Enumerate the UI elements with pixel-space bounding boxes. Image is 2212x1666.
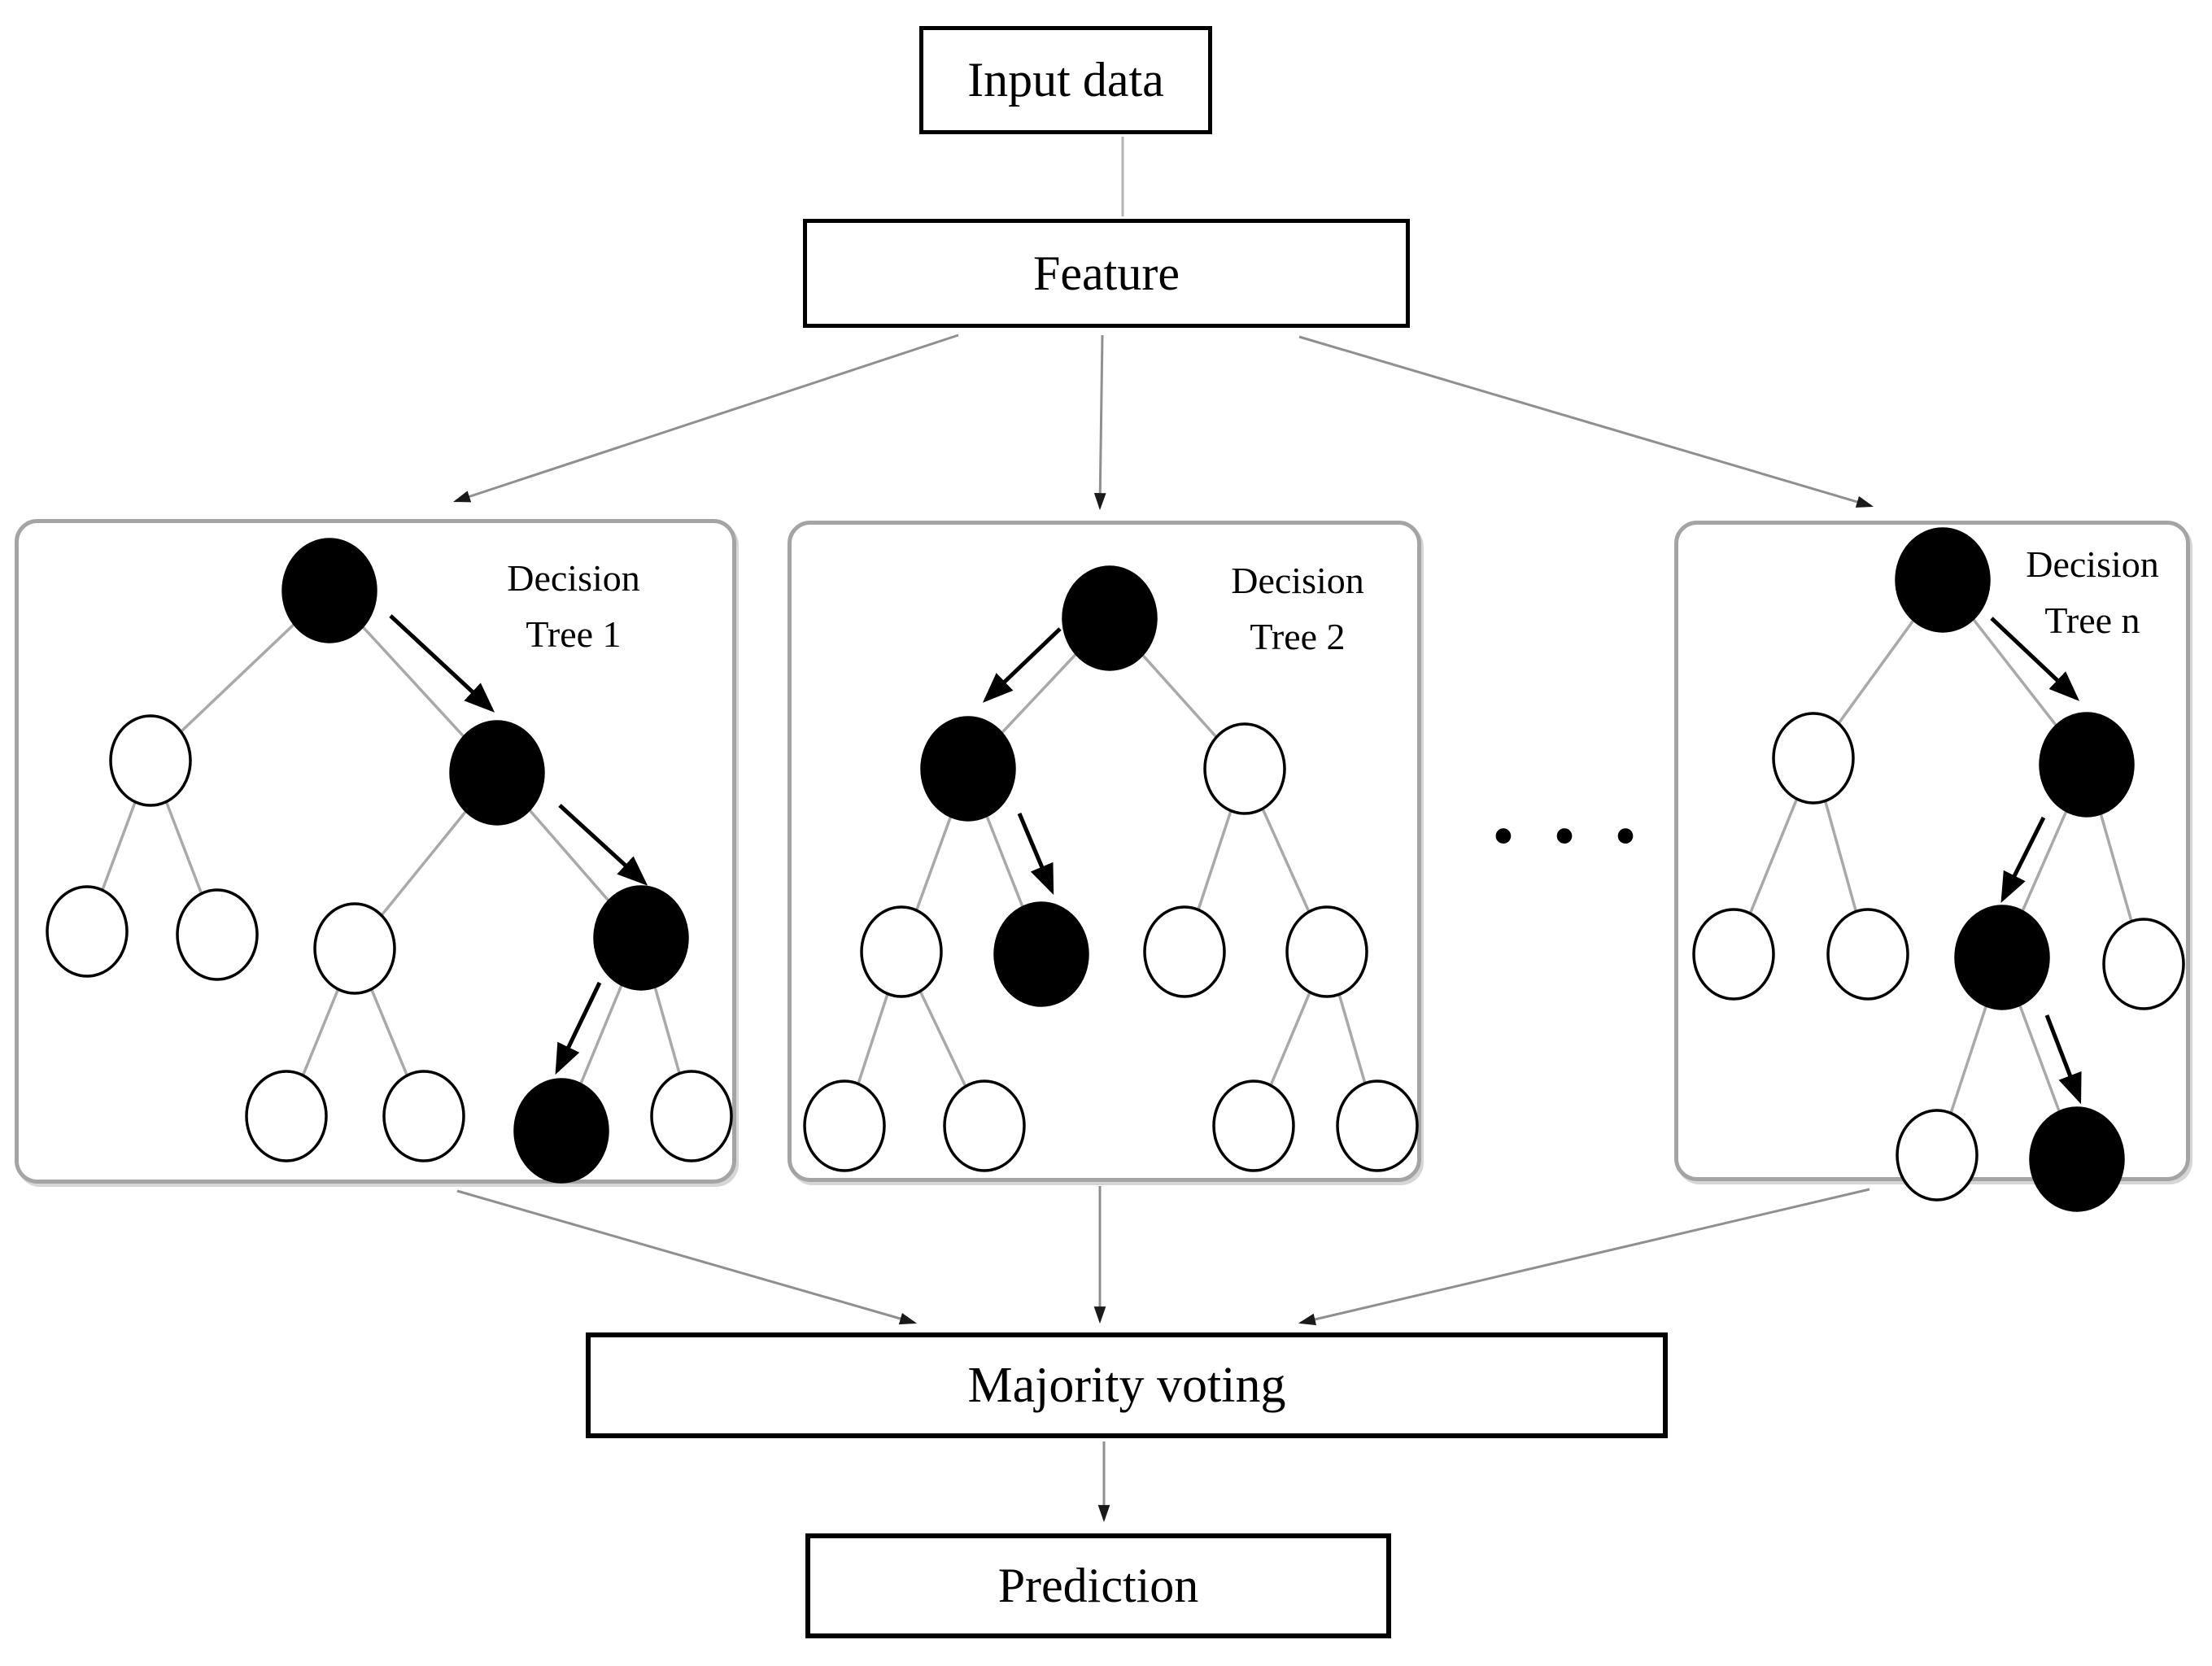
decision-tree-1-label-line1: Decision bbox=[507, 557, 640, 599]
decision-tree-2-panel bbox=[788, 521, 1421, 1182]
decision-tree-1-label-line2: Tree 1 bbox=[526, 613, 622, 655]
tree-node-selected bbox=[281, 538, 377, 643]
tree-node bbox=[1143, 905, 1226, 998]
tree-node-selected bbox=[449, 720, 545, 826]
feature-to-tree3 bbox=[1298, 335, 1874, 508]
tree-path-arrow bbox=[558, 804, 648, 886]
tree-node bbox=[1772, 712, 1855, 805]
tree-node bbox=[176, 888, 259, 981]
decision-tree-n-label-line1: Decision bbox=[2026, 543, 2159, 585]
tree-node bbox=[803, 1079, 886, 1172]
tree-node bbox=[382, 1070, 465, 1162]
tree-node bbox=[46, 885, 129, 978]
tree-node bbox=[860, 905, 943, 998]
tree1-to-majority bbox=[456, 1189, 918, 1325]
decision-tree-n-label-line2: Tree n bbox=[2044, 599, 2140, 641]
decision-tree-1 bbox=[46, 538, 733, 1184]
tree-path-arrow bbox=[2000, 816, 2046, 904]
tree-node bbox=[109, 714, 192, 807]
tree-path-arrow bbox=[555, 981, 602, 1075]
tree-node-selected bbox=[2029, 1106, 2125, 1212]
decision-tree-1-panel bbox=[15, 519, 736, 1184]
tree-node-selected bbox=[920, 716, 1016, 822]
input-data-box: Input data bbox=[919, 26, 1212, 134]
tree-node-selected bbox=[2039, 712, 2135, 818]
tree-path-arrow bbox=[2044, 1014, 2082, 1105]
tree-node bbox=[943, 1079, 1026, 1172]
tree3-to-majority bbox=[1298, 1188, 1870, 1326]
majority-voting-box: Majority voting bbox=[586, 1332, 1668, 1438]
input-data-label: Input data bbox=[967, 53, 1164, 107]
feature-to-tree1 bbox=[453, 334, 959, 503]
tree-node bbox=[2102, 918, 2185, 1010]
tree-path-arrow bbox=[1017, 813, 1054, 896]
decision-tree-2-label-line2: Tree 2 bbox=[1250, 615, 1346, 657]
tree-node-selected bbox=[1062, 565, 1158, 671]
tree-node bbox=[650, 1070, 733, 1162]
tree-node-selected bbox=[993, 901, 1089, 1007]
tree-node bbox=[1896, 1109, 1979, 1202]
tree-node bbox=[245, 1070, 328, 1162]
majority-voting-label: Majority voting bbox=[967, 1357, 1286, 1413]
tree-path-arrow bbox=[982, 627, 1062, 703]
tree-node-selected bbox=[593, 885, 689, 991]
prediction-label: Prediction bbox=[997, 1559, 1199, 1612]
tree-node bbox=[1692, 908, 1775, 1001]
feature-to-tree2 bbox=[1093, 334, 1106, 511]
tree-node-selected bbox=[1954, 905, 2050, 1010]
tree-path-arrow bbox=[389, 614, 495, 713]
decision-tree-2-label-line1: Decision bbox=[1231, 560, 1364, 601]
prediction-box: Prediction bbox=[805, 1533, 1391, 1638]
decision-tree-1-label: Decision Tree 1 bbox=[452, 557, 696, 656]
tree-path-arrow bbox=[1990, 617, 2080, 701]
ellipsis-dots: · · · bbox=[1487, 784, 1645, 888]
decision-tree-n bbox=[1692, 527, 2185, 1212]
tree-node bbox=[1285, 905, 1368, 998]
tree-node bbox=[1826, 908, 1909, 1001]
decision-tree-2-label: Decision Tree 2 bbox=[1176, 560, 1420, 659]
feature-box: Feature bbox=[803, 219, 1410, 328]
tree-node bbox=[1203, 722, 1286, 815]
decision-tree-n-label: Decision Tree n bbox=[1979, 543, 2206, 643]
tree-node-selected bbox=[513, 1078, 609, 1184]
tree-node bbox=[1336, 1079, 1419, 1172]
decision-tree-2 bbox=[803, 565, 1419, 1172]
tree-node-selected bbox=[1895, 527, 1991, 633]
feature-label: Feature bbox=[1033, 246, 1180, 300]
tree-node bbox=[313, 902, 396, 995]
tree-node bbox=[1212, 1079, 1295, 1172]
